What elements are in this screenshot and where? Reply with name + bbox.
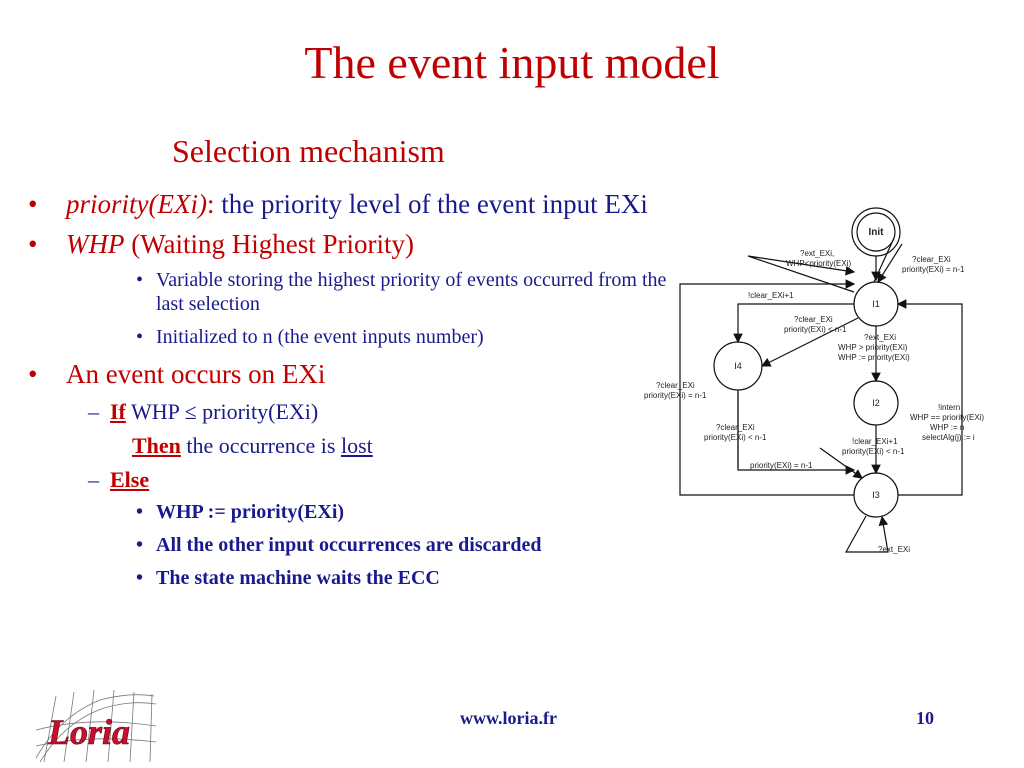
state-init-label: Init [869, 227, 885, 238]
term-whp: WHP [66, 229, 125, 259]
bullet-marker: • [136, 567, 144, 589]
edge-clear-init-b [877, 243, 903, 284]
sub-bullet-text: Variable storing the highest priority of… [156, 269, 667, 315]
bullet-event-occurs: • An event occurs on EXi [28, 358, 668, 390]
keyword-if: If [110, 399, 126, 424]
else-sub-2: • All the other input occurrences are di… [28, 533, 668, 557]
label-prio-eq: priority(EXi) = n-1 [750, 461, 813, 470]
bullet-marker: • [28, 359, 38, 389]
edge-i4-i3 [737, 390, 856, 475]
state-i1-label: I1 [872, 299, 880, 309]
state-machine-diagram: Init I1 I2 I3 I4 ?ext_EXi, WHP<priority(… [644, 207, 984, 554]
bullet-whp-text: (Waiting Highest Priority) [124, 229, 415, 259]
label-clear-plus1-b1: !clear_EXi+1 [852, 437, 898, 446]
sub-bullet-text: The state machine waits the ECC [156, 567, 440, 589]
label-ext-self: ?ext_EXi [878, 545, 910, 554]
label-clear-plus1-b2: priority(EXi) < n-1 [842, 447, 905, 456]
bullet-list: • priority(EXi): the priority level of t… [28, 188, 668, 599]
bullet-marker: • [136, 534, 144, 556]
label-ext-exi-2: WHP<priority(EXi) [786, 259, 851, 268]
label-ext-gt-2: WHP > priority(EXi) [838, 343, 908, 352]
footer-url[interactable]: www.loria.fr [460, 708, 557, 728]
sub-bullet-whp-1: • Variable storing the highest priority … [28, 268, 668, 316]
dash-marker: – [88, 467, 99, 492]
label-intern-3: WHP := n [930, 423, 964, 432]
sub-bullet-text: All the other input occurrences are disc… [156, 534, 542, 556]
bullet-marker: • [136, 269, 144, 291]
label-clear-init-1: ?clear_EXi [912, 255, 951, 264]
bullet-whp: • WHP (Waiting Highest Priority) [28, 228, 668, 260]
label-intern-1: !intern [938, 403, 960, 412]
bullet-priority-text: the priority level of the event input EX… [214, 189, 648, 219]
logo-grid [35, 689, 157, 763]
else-sub-1: • WHP := priority(EXi) [28, 500, 668, 524]
state-init-inner [856, 212, 896, 252]
edge-outer-right [896, 299, 963, 496]
label-clear-lt-2: priority(EXi) < n-1 [784, 325, 847, 334]
keyword-then: Then [132, 433, 181, 458]
keyword-else: Else [110, 467, 150, 492]
sub-bullet-text: WHP := priority(EXi) [156, 501, 345, 523]
then-text: the occurrence is [180, 433, 341, 458]
then-line: Then the occurrence is lost [28, 432, 668, 460]
edge-i1-i4-clear [760, 317, 859, 367]
colon: : [206, 189, 215, 219]
label-intern-4: selectAlg(j) := i [922, 433, 975, 442]
edge-outer-left [679, 279, 856, 496]
bullet-marker: • [28, 229, 38, 259]
label-mid-1: ?clear_EXi [716, 423, 755, 432]
sub-bullet-whp-2: • Initialized to n (the event inputs num… [28, 325, 668, 349]
label-intern-2: WHP == priority(EXi) [910, 413, 984, 422]
edge-clear-init [873, 237, 895, 283]
label-i4-1: ?clear_EXi [656, 381, 695, 390]
if-text: WHP ≤ priority(EXi) [125, 399, 319, 424]
bullet-marker: • [136, 501, 144, 523]
state-i4-label: I4 [734, 361, 742, 371]
state-i2-label: I2 [872, 398, 880, 408]
label-ext-gt-3: WHP := priority(EXi) [838, 353, 910, 362]
state-i3-label: I3 [872, 490, 880, 500]
edge-ext-loop-i1 [747, 255, 856, 293]
label-i4-2: priority(EXi) = n-1 [644, 391, 707, 400]
edge-i1-i4 [733, 303, 854, 344]
sub-bullet-text: Initialized to n (the event inputs numbe… [156, 326, 484, 348]
bullet-priority: • priority(EXi): the priority level of t… [28, 188, 668, 220]
loria-logo: Loria [35, 689, 157, 763]
label-ext-gt-1: ?ext_EXi [864, 333, 896, 342]
label-clear-plus1-a: !clear_EXi+1 [748, 291, 794, 300]
edge-i3-self [844, 515, 889, 553]
bullet-marker: • [28, 189, 38, 219]
slide-subtitle: Selection mechanism [172, 133, 445, 169]
label-clear-lt-1: ?clear_EXi [794, 315, 833, 324]
dash-marker: – [88, 399, 99, 424]
edge-mid-i3 [819, 447, 863, 479]
dash-if: – If WHP ≤ priority(EXi) [28, 398, 668, 426]
bullet-event-text: An event occurs on EXi [66, 359, 326, 389]
label-clear-init-2: priority(EXi) = n-1 [902, 265, 965, 274]
logo-text: Loria [47, 712, 130, 752]
slide-title: The event input model [304, 37, 720, 88]
label-ext-exi-1: ?ext_EXi, [800, 249, 834, 258]
label-mid-2: priority(EXi) < n-1 [704, 433, 767, 442]
dash-else: – Else [28, 466, 668, 494]
else-sub-3: • The state machine waits the ECC [28, 566, 668, 590]
bullet-marker: • [136, 326, 144, 348]
page-number: 10 [916, 708, 934, 728]
then-lost: lost [340, 433, 373, 458]
term-priority: priority(EXi) [66, 189, 207, 219]
